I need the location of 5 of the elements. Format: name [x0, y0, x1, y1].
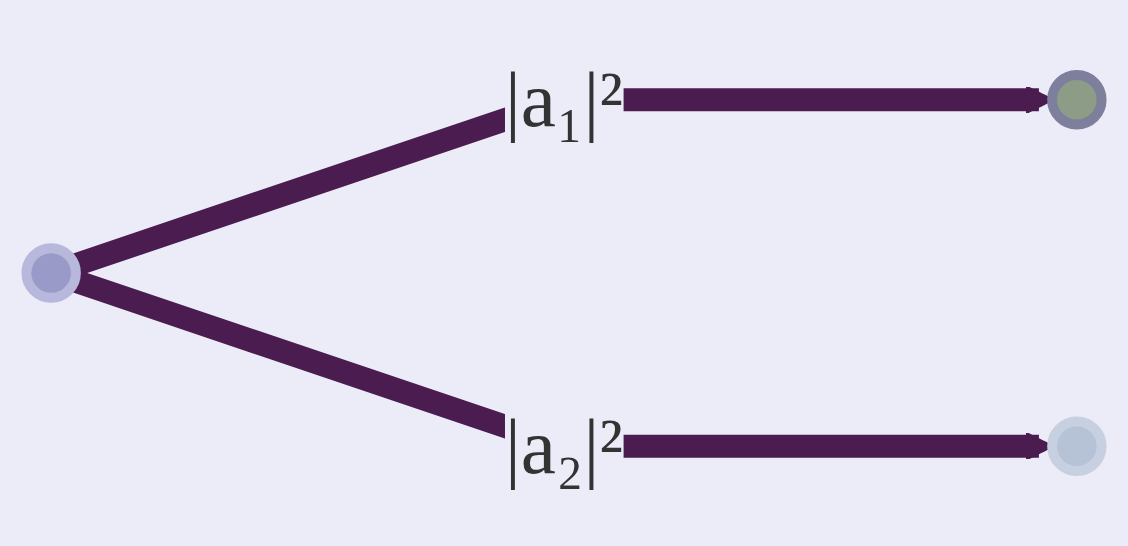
- node-circle: [21, 243, 81, 303]
- node-circle: [1047, 70, 1107, 130]
- edge-label: |a₂|²: [504, 403, 624, 490]
- edge-label: |a₁|²: [504, 56, 624, 143]
- node-circle: [1047, 416, 1107, 476]
